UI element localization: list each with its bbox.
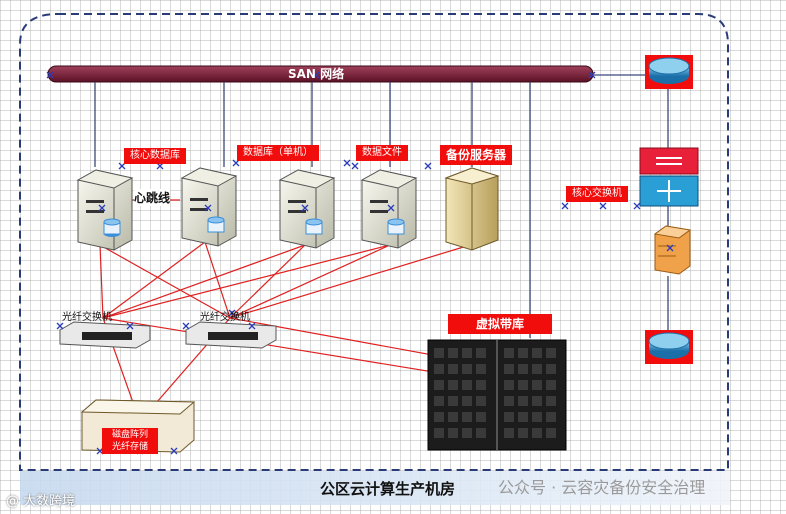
- router-top-icon: [645, 55, 693, 89]
- watermark-left: @ 大数跨境: [6, 494, 76, 509]
- label-db-single: 数据库（单机）: [237, 145, 319, 161]
- label-fiber-switch-2: 光纤交换机: [200, 312, 250, 323]
- router-bottom-icon: [645, 330, 693, 364]
- room-boundary: [19, 13, 729, 471]
- server-db-file: [360, 169, 418, 249]
- server-db-single: [278, 169, 336, 249]
- label-core-switch: 核心交换机: [566, 186, 628, 202]
- selection-handles: [46, 71, 674, 455]
- san-network-label: SAN 网络: [288, 67, 345, 81]
- core-switch-icon: [639, 147, 699, 207]
- fiber-switch-2-device: [185, 321, 277, 349]
- label-fiber-switch-1: 光纤交换机: [62, 312, 112, 323]
- server-core-db-1: [76, 169, 134, 251]
- label-db-file: 数据文件: [356, 145, 408, 161]
- footer-title: 公区云计算生产机房: [320, 480, 456, 498]
- heartbeat-line-label: 心跳线: [134, 189, 171, 206]
- label-virtual-tape: 虚拟带库: [448, 314, 553, 334]
- label-disk-array: 磁盘阵列 光纤存储: [102, 428, 159, 454]
- fiber-switch-1-device: [59, 321, 151, 349]
- virtual-tape-library-device: [427, 339, 567, 451]
- label-core-db: 核心数据库: [124, 148, 186, 164]
- core-links: [640, 86, 669, 332]
- watermark-right: 公众号 · 云容灾备份安全治理: [498, 478, 706, 497]
- backup-server-tower: [444, 167, 500, 251]
- label-backup-server: 备份服务器: [440, 145, 513, 165]
- footer-bar: [20, 471, 730, 505]
- fiber-links: [99, 199, 471, 411]
